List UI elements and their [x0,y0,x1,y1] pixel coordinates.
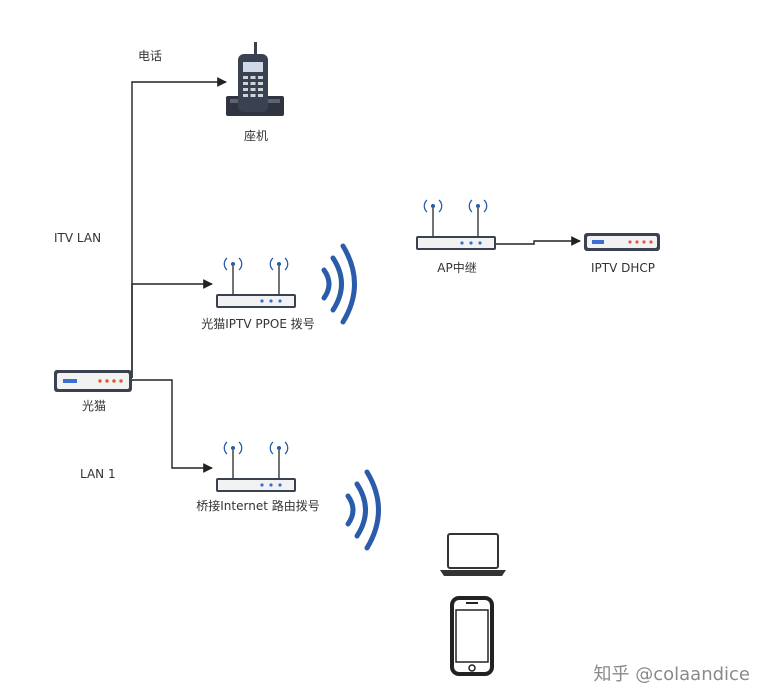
landline-label: 座机 [243,129,268,143]
itv-lan-label: ITV LAN [54,231,102,245]
iptv-box-label: IPTV DHCP [590,261,655,275]
laptop-icon [440,533,506,576]
router-icon [416,199,496,250]
router-icon [216,257,296,308]
line-to-internet-router [132,379,213,473]
modem-label: 光猫 [81,399,106,413]
wifi-signal-icon [321,243,357,325]
line-to-iptv-router [131,279,213,378]
internet-router-label: 桥接Internet 路由拨号 [196,499,320,513]
modem-icon [54,370,132,392]
smartphone-icon [450,596,494,676]
line-ap-to-iptv-box [496,236,581,246]
landline-phone-icon [226,42,284,116]
line-to-landline [131,77,227,378]
lan1-label: LAN 1 [80,467,116,481]
iptv-router-label: 光猫IPTV PPOE 拨号 [201,317,315,331]
wifi-signal-icon [345,469,381,551]
phone-link-label: 电话 [138,49,163,63]
settop-box-icon [584,233,660,251]
connection-lines [131,77,581,473]
watermark: 知乎 @colaandice [593,664,751,685]
ap-repeater-label: AP中继 [437,261,477,275]
router-icon [216,441,296,492]
